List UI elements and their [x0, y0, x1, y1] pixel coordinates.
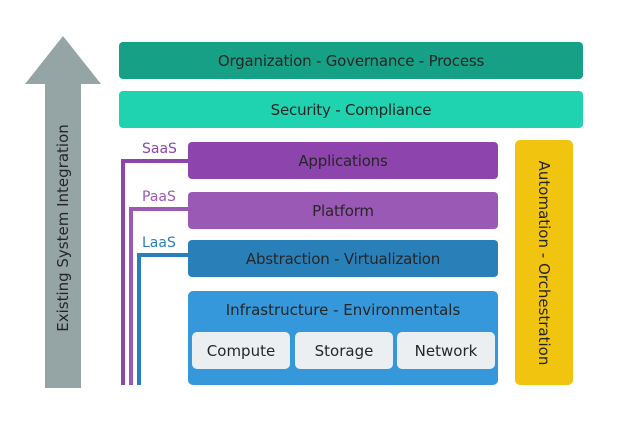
arrow-label: Existing System Integration	[54, 124, 72, 332]
platform-layer: Platform	[188, 192, 498, 229]
security-compliance-layer: Security - Compliance	[119, 91, 583, 128]
infrastructure-layer-label: Infrastructure - Environmentals	[225, 301, 461, 319]
saas-bracket-vertical	[121, 159, 125, 385]
laas-tag: LaaS	[142, 235, 176, 251]
automation-layer-label: Automation - Orchestration	[535, 160, 553, 366]
organization-governance-process-layer: Organization - Governance - Process	[119, 42, 583, 79]
paas-bracket-vertical	[129, 207, 133, 385]
paas-bracket-horizontal	[129, 207, 189, 211]
laas-bracket-horizontal	[137, 253, 189, 257]
laas-bracket-vertical	[137, 253, 141, 385]
abstraction-virtualization-layer: Abstraction - Virtualization	[188, 240, 498, 277]
security-layer-label: Security - Compliance	[270, 100, 432, 119]
platform-layer-label: Platform	[312, 201, 374, 220]
compute-box: Compute	[192, 332, 290, 369]
paas-tag: PaaS	[142, 189, 176, 205]
network-box: Network	[397, 332, 495, 369]
existing-system-integration-arrow	[25, 36, 101, 388]
abstraction-layer-label: Abstraction - Virtualization	[245, 249, 441, 268]
saas-bracket-horizontal	[121, 159, 189, 163]
infrastructure-environmentals-layer: Infrastructure - Environmentals Compute …	[188, 291, 498, 385]
automation-orchestration-layer	[515, 140, 573, 385]
arrow-shape	[25, 36, 101, 388]
storage-box: Storage	[295, 332, 393, 369]
saas-tag: SaaS	[142, 141, 177, 157]
organization-layer-label: Organization - Governance - Process	[217, 51, 485, 70]
applications-layer-label: Applications	[298, 151, 388, 170]
applications-layer: Applications	[188, 142, 498, 179]
